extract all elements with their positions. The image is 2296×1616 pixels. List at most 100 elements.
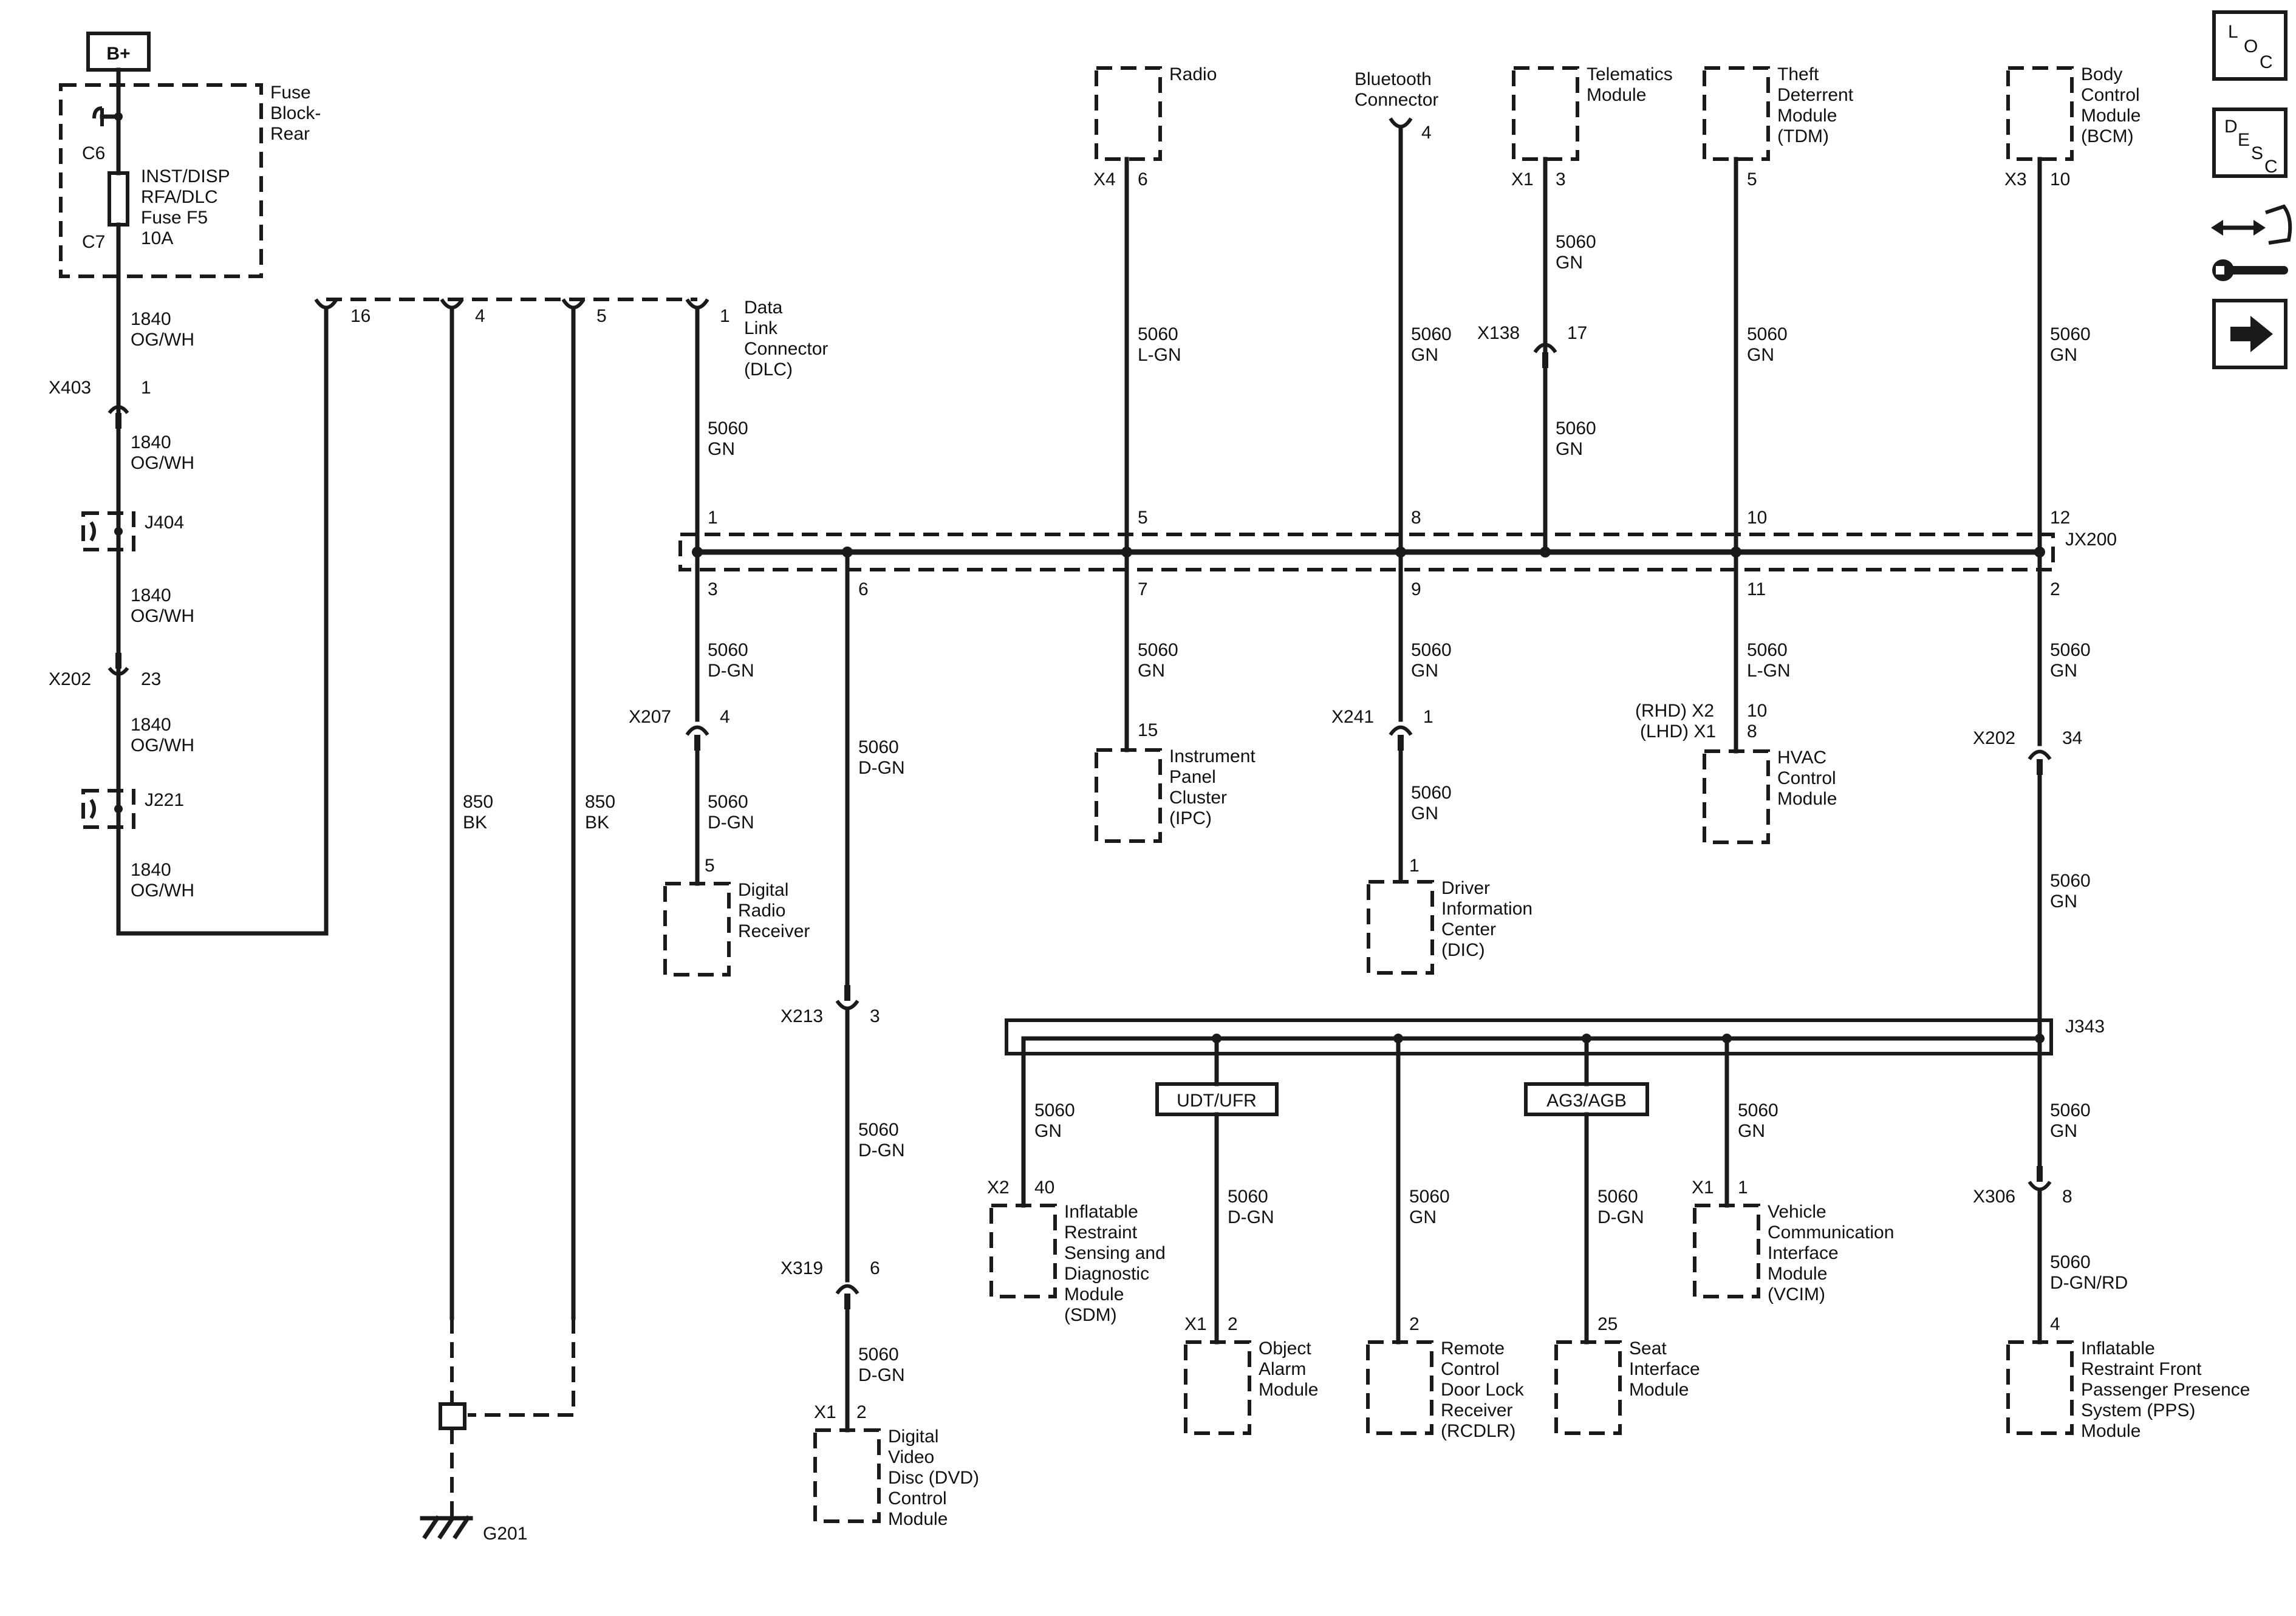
pps-name-2: Restraint Front (2081, 1359, 2202, 1379)
bcm-name-4: (BCM) (2081, 126, 2134, 146)
drr-col-2: D-GN (708, 813, 754, 833)
dic-name-3: Center (1441, 919, 1496, 939)
fuse-block-name-1: Fuse (270, 83, 311, 103)
rcdlr-circ: 5060 (1409, 1187, 1450, 1207)
dic-circ-2: 5060 (1411, 783, 1452, 803)
dlc-wire-col: GN (708, 439, 735, 459)
bt-name-1: Bluetooth (1355, 69, 1432, 89)
rcdlr-name-3: Door Lock (1441, 1380, 1525, 1400)
oam-name-1: Object (1259, 1338, 1311, 1359)
fuse-text-2: RFA/DLC (141, 187, 218, 207)
sdm-name-3: Sensing and (1064, 1243, 1166, 1263)
desc-letter-c: C (2264, 157, 2278, 177)
pps-name-3: Passenger Presence (2081, 1380, 2250, 1400)
sdm-name-5: Module (1064, 1284, 1124, 1304)
hvac-rhd-pin: 10 (1747, 701, 1767, 721)
gnd2-circ: 850 (585, 792, 615, 812)
desc-button[interactable]: D E S C (2212, 107, 2287, 178)
hvac-rhd: (RHD) X2 (1635, 701, 1714, 721)
sim-pin: 25 (1597, 1314, 1618, 1334)
dlc-name-2: Link (744, 318, 778, 338)
tele-col-1: GN (1556, 253, 1583, 273)
udt-ufr-label: UDT/UFR (1177, 1091, 1257, 1111)
connector-hand-icon[interactable] (2211, 204, 2292, 245)
j221-splice (81, 789, 135, 829)
sdm-pin: 40 (1034, 1178, 1054, 1198)
bcm-circ: 5060 (2050, 324, 2091, 344)
sdm-col: GN (1034, 1121, 1062, 1141)
jx200-bot-2: 2 (2050, 579, 2060, 599)
wrench-icon[interactable] (2212, 259, 2288, 281)
sdm-conn: X2 (987, 1178, 1010, 1198)
lw-col-3: OG/WH (131, 606, 194, 626)
dvd-control-module (813, 1428, 881, 1523)
dvd-name-1: Digital (888, 1427, 938, 1447)
radio-conn: X4 (1093, 169, 1116, 189)
vcim-name-5: (VCIM) (1768, 1284, 1825, 1304)
ipc-name-4: (IPC) (1169, 808, 1212, 828)
driver-information-center (1367, 880, 1434, 975)
lw-circ-2: 1840 (131, 432, 171, 452)
bt-circ: 5060 (1411, 324, 1452, 344)
bcm-col: GN (2050, 345, 2077, 365)
ipc-name-3: Cluster (1169, 788, 1227, 808)
dvd-name-5: Module (888, 1509, 948, 1529)
j221-label: J221 (145, 790, 184, 810)
desc-letter-e: E (2238, 130, 2250, 150)
bcm-pin: 10 (2050, 169, 2070, 189)
hvac-col: L-GN (1747, 661, 1791, 681)
j343-splice (1005, 1018, 2053, 1055)
vcim-conn: X1 (1692, 1178, 1714, 1198)
jx200-splice (678, 533, 2055, 571)
x202-right-pin: 34 (2062, 728, 2082, 748)
c7-label: C7 (82, 232, 105, 252)
hvac-control-module (1703, 749, 1770, 844)
dic-col-1: GN (1411, 661, 1438, 681)
dvd-name-3: Disc (DVD) (888, 1468, 979, 1488)
oam-name-3: Module (1259, 1380, 1318, 1400)
dic-pin: 1 (1409, 856, 1420, 876)
dvd-circ-2: 5060 (858, 1120, 899, 1140)
x138-label: X138 (1477, 323, 1520, 343)
vcim-circ: 5060 (1738, 1100, 1778, 1120)
jx200-top-10: 10 (1747, 508, 1767, 528)
dic-name-1: Driver (1441, 878, 1490, 898)
sim-circ: 5060 (1597, 1187, 1638, 1207)
gnd1-circ: 850 (463, 792, 493, 812)
sdm-name-6: (SDM) (1064, 1305, 1117, 1325)
sim-name-2: Interface (1629, 1359, 1700, 1379)
fuse-block-name-2: Block- (270, 103, 321, 123)
tele-name-1: Telematics (1587, 64, 1673, 84)
lw-col-4: OG/WH (131, 735, 194, 755)
drr-col-1: D-GN (708, 661, 754, 681)
loc-button[interactable]: L O C (2212, 10, 2287, 81)
ag3-agb-label: AG3/AGB (1546, 1091, 1627, 1111)
pps-name-5: Module (2081, 1421, 2141, 1441)
fuse-block-name-3: Rear (270, 124, 310, 144)
x403-label: X403 (49, 378, 91, 398)
dic-name-4: (DIC) (1441, 940, 1485, 960)
j404-splice (81, 511, 135, 551)
desc-letter-d: D (2224, 117, 2238, 137)
fuse-block-rear (59, 83, 263, 278)
bt-col: GN (1411, 345, 1438, 365)
tdm-name-2: Deterrent (1777, 85, 1854, 105)
rcdlr-name-4: Receiver (1441, 1400, 1512, 1420)
ipc-name-2: Panel (1169, 767, 1216, 787)
lw-col-1: OG/WH (131, 330, 194, 350)
b-plus-label: B+ (106, 44, 130, 64)
vcim-name-3: Interface (1768, 1243, 1839, 1263)
jx200-bot-6: 6 (858, 579, 869, 599)
g201-label: G201 (483, 1524, 527, 1544)
bt-pin: 4 (1421, 123, 1432, 143)
hvac-lhd: (LHD) X1 (1640, 721, 1716, 742)
oam-pin: 2 (1228, 1314, 1238, 1334)
sdm-name-2: Restraint (1064, 1222, 1138, 1243)
j343-label: J343 (2065, 1017, 2105, 1037)
drr-name-1: Digital (738, 880, 788, 900)
loc-letter-c: C (2260, 52, 2273, 72)
x202-right-label: X202 (1973, 728, 2015, 748)
tdm-col: GN (1747, 345, 1774, 365)
arrow-right-button[interactable] (2212, 299, 2287, 369)
tele-circ-1: 5060 (1556, 232, 1596, 252)
